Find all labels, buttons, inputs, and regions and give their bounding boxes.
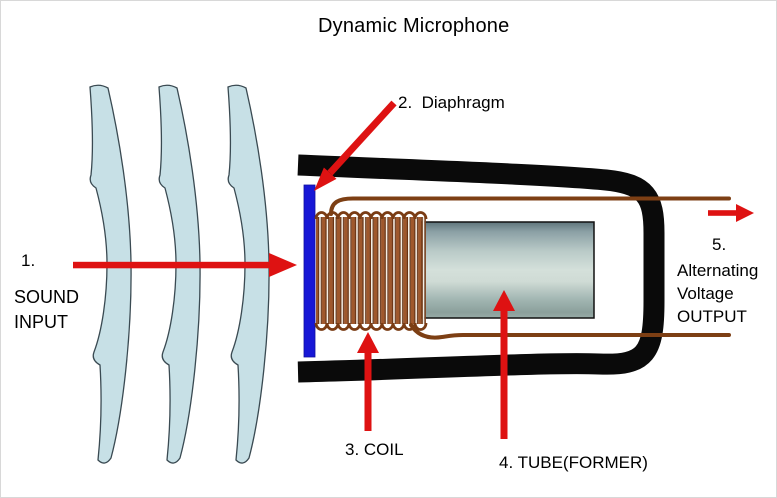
- annotation-arrows: [73, 100, 754, 439]
- tube-arrow: [493, 290, 515, 439]
- sound-wave-3: [227, 84, 270, 464]
- label-1-number: 1.: [21, 251, 36, 270]
- sound-wave-2: [158, 84, 201, 464]
- label-alternating-voltage-output: Alternating Voltage OUTPUT: [677, 261, 759, 326]
- diaphragm-arrow: [314, 100, 397, 191]
- diaphragm-membrane: [303, 184, 316, 358]
- label-5-number: 5.: [712, 235, 727, 254]
- sound-input-arrow: [73, 253, 297, 277]
- output-arrow: [708, 204, 754, 222]
- sound-wave-fronts: [89, 84, 270, 464]
- microphone-casing: [297, 154, 665, 383]
- coil-strands: [316, 217, 426, 324]
- coil-top-loops: [314, 211, 428, 220]
- diagram-title: Dynamic Microphone: [318, 15, 510, 37]
- coil-bottom-loops: [314, 322, 428, 331]
- label-sound-input: SOUND INPUT: [14, 287, 80, 332]
- label-diaphragm: 2. Diaphragm: [398, 93, 505, 112]
- sound-wave-1: [89, 84, 132, 464]
- label-coil: 3. COIL: [345, 440, 404, 459]
- output-wire-top: [329, 196, 731, 216]
- coil-arrow: [357, 332, 379, 431]
- coil: [314, 211, 428, 331]
- output-wire-bottom: [409, 323, 731, 340]
- label-tube-former: 4. TUBE(FORMER): [499, 453, 648, 472]
